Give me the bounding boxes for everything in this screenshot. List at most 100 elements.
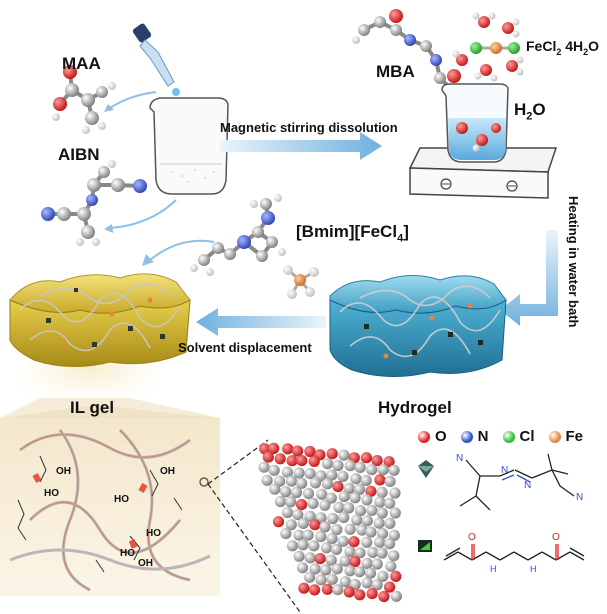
cluster-carbon-ball <box>332 584 344 596</box>
azo-structure-icon <box>418 453 575 511</box>
label-fecl2-4h2o: FeCl2 4H2O <box>526 38 600 57</box>
cluster-carbon-ball <box>356 524 368 536</box>
dropper-icon <box>132 23 180 96</box>
cluster-carbon-ball <box>344 565 356 577</box>
cluster-carbon-ball <box>309 563 321 575</box>
mba-structure-icon <box>418 540 585 561</box>
cluster-carbon-ball <box>321 458 334 470</box>
cluster-carbon-ball <box>367 546 379 559</box>
cluster-oxygen-ball <box>272 516 285 528</box>
label-heating-water-bath: Heating in water bath <box>566 196 581 328</box>
cluster-carbon-ball <box>388 550 400 562</box>
cluster-oxygen-ball <box>321 583 333 595</box>
legend-label-n: N <box>477 428 489 445</box>
cluster-carbon-ball <box>274 475 286 487</box>
cluster-carbon-ball <box>337 470 349 482</box>
cluster-carbon-ball <box>286 540 298 552</box>
cluster-carbon-ball <box>377 464 389 476</box>
cluster-carbon-ball <box>384 538 396 550</box>
label-hydrogel: Hydrogel <box>378 398 452 417</box>
arrow-heating <box>500 230 558 326</box>
cluster-carbon-ball <box>337 535 349 547</box>
label-oh-2: HO <box>44 488 59 499</box>
label-oh-6: HO <box>120 548 135 559</box>
cluster-carbon-ball <box>304 571 316 583</box>
cluster-carbon-ball <box>292 508 304 521</box>
cluster-carbon-ball <box>261 474 273 486</box>
cluster-oxygen-ball <box>343 586 355 598</box>
arrow-aibn <box>109 199 177 229</box>
cluster-oxygen-ball <box>292 445 304 457</box>
struct-label-n3: N <box>524 480 532 491</box>
beaker-left-icon <box>149 97 229 195</box>
cluster-carbon-ball <box>371 579 383 591</box>
cluster-carbon-ball <box>388 529 400 541</box>
label-oh-7: OH <box>138 558 153 569</box>
cluster-carbon-ball <box>366 464 378 476</box>
cluster-carbon-ball <box>349 578 361 591</box>
cluster-carbon-ball <box>304 552 316 564</box>
cluster-oxygen-ball <box>332 481 344 493</box>
cluster-oxygen-ball <box>378 590 390 603</box>
cluster-carbon-ball <box>385 560 397 572</box>
cluster-carbon-ball <box>354 461 366 473</box>
cluster-carbon-ball <box>297 539 309 551</box>
cluster-oxygen-ball <box>309 584 321 596</box>
label-aibn: AIBN <box>58 145 100 164</box>
cluster-oxygen-ball <box>366 588 378 600</box>
cluster-carbon-ball <box>390 590 402 602</box>
cluster-carbon-ball <box>331 524 343 536</box>
cluster-oxygen-ball <box>298 582 310 594</box>
cluster-oxygen-ball <box>365 485 377 497</box>
cluster-carbon-ball <box>364 567 377 579</box>
cluster-oxygen-ball <box>296 455 308 467</box>
cluster-oxygen-ball <box>383 456 395 468</box>
cluster-carbon-ball <box>296 477 308 489</box>
cluster-carbon-ball <box>293 529 305 541</box>
cluster-carbon-ball <box>351 514 363 526</box>
legend-label-o: O <box>435 428 447 445</box>
cluster-oxygen-ball <box>360 452 372 464</box>
arrow-solvent-displacement <box>196 308 326 336</box>
cluster-carbon-ball <box>344 546 356 558</box>
cluster-oxygen-ball <box>268 442 280 454</box>
maa-molecule-icon <box>52 65 116 134</box>
cluster-carbon-ball <box>321 478 333 490</box>
cluster-carbon-ball <box>373 517 385 529</box>
label-oh-1: OH <box>56 466 71 477</box>
cluster-carbon-ball <box>365 526 377 538</box>
cluster-carbon-ball <box>293 550 305 562</box>
cluster-oxygen-ball <box>262 451 274 463</box>
cluster-oxygen-ball <box>390 570 402 583</box>
label-maa: MAA <box>62 54 101 73</box>
cluster-oxygen-ball <box>282 443 294 455</box>
cluster-carbon-ball <box>308 540 320 552</box>
cluster-carbon-ball <box>285 519 297 531</box>
label-bmim-fecl4: [Bmim][FeCl4] <box>296 222 409 245</box>
cluster-carbon-ball <box>353 483 366 495</box>
bmim-molecule-icon <box>190 194 319 299</box>
label-mba: MBA <box>376 62 415 81</box>
arrow-magnetic-stirring <box>220 132 382 160</box>
cluster-carbon-ball <box>349 492 361 504</box>
cluster-carbon-ball <box>343 502 355 514</box>
cluster-carbon-ball <box>274 495 287 508</box>
cluster-carbon-ball <box>376 528 389 540</box>
cluster-carbon-ball <box>326 573 338 585</box>
cluster-carbon-ball <box>285 496 297 508</box>
cluster-carbon-ball <box>269 483 281 495</box>
cluster-carbon-ball <box>304 510 316 522</box>
cluster-oxygen-ball <box>371 455 383 467</box>
cluster-carbon-ball <box>339 576 351 588</box>
cluster-carbon-ball <box>286 475 298 487</box>
cluster-carbon-ball <box>376 547 388 559</box>
cluster-carbon-ball <box>338 490 350 503</box>
hotplate-beaker-icon <box>408 83 558 199</box>
cluster-carbon-ball <box>268 464 280 476</box>
zoom-line-bottom <box>207 483 301 613</box>
cluster-carbon-ball <box>302 529 314 541</box>
legend-dot-fe <box>548 430 561 443</box>
aibn-molecule-icon <box>41 160 147 246</box>
cluster-carbon-ball <box>389 487 401 499</box>
